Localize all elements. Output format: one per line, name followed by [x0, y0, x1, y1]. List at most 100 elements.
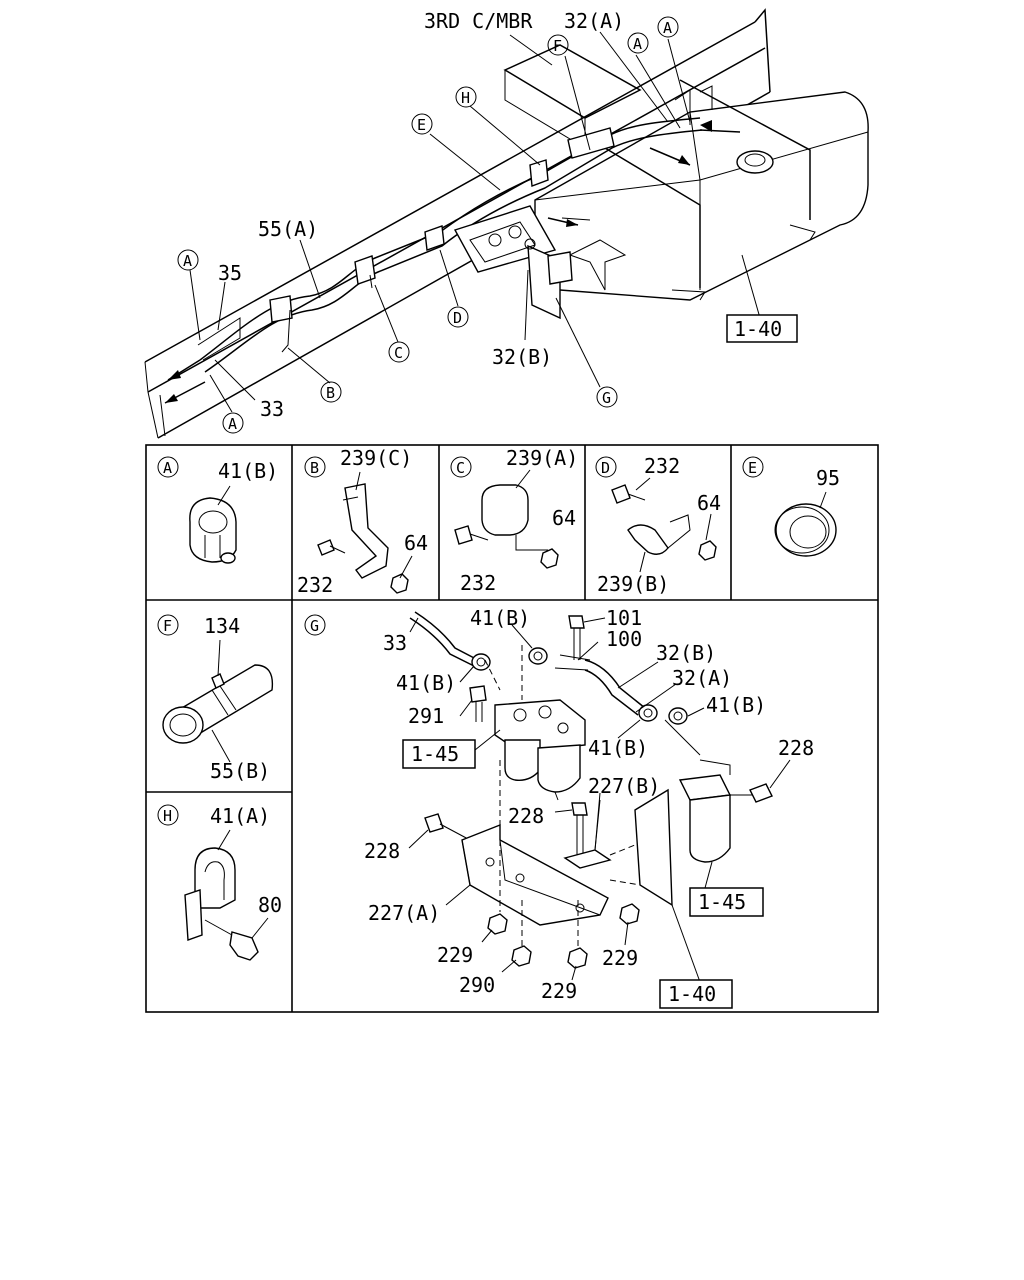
- part-label-41b: 41(B): [588, 736, 648, 760]
- part-label-239b: 239(B): [597, 572, 669, 596]
- bolt-232: [454, 525, 489, 545]
- clamp-239a: [481, 484, 548, 551]
- nut-229: [567, 947, 588, 969]
- fuel-pipe-run: [197, 117, 703, 373]
- bolt-291: [469, 685, 487, 722]
- part-label-95: 95: [816, 466, 840, 490]
- callout-32b: 32(B): [492, 345, 552, 369]
- part-label-33: 33: [383, 631, 407, 655]
- svg-text:B: B: [326, 384, 335, 402]
- fuel-filter-right: [664, 719, 732, 863]
- detail-panel-a: A 41(B): [157, 456, 278, 564]
- fuel-filter-left: [494, 699, 586, 801]
- assembly-lines: [484, 645, 641, 948]
- panel-c-letter: C: [456, 459, 465, 477]
- part-label-227b: 227(B): [588, 774, 660, 798]
- panel-b-letter: B: [310, 459, 319, 477]
- part-label-134: 134: [204, 614, 240, 638]
- circle-letter-e: E: [411, 113, 433, 135]
- circle-letter-d: D: [447, 306, 469, 328]
- nut-229: [619, 903, 640, 925]
- mounting-plate: [634, 788, 673, 907]
- filter-bracket-assembly: [453, 205, 573, 320]
- part-label-64: 64: [404, 531, 428, 555]
- detail-panel-h: H 41(A) 80: [157, 804, 282, 961]
- part-label-228: 228: [508, 804, 544, 828]
- bolt-80: [204, 919, 259, 961]
- part-label-229: 229: [602, 946, 638, 970]
- flow-arrows: [164, 120, 741, 404]
- callout-32a: 32(A): [564, 9, 624, 33]
- svg-text:G: G: [602, 389, 611, 407]
- detail-panel-f: F 134 55(B): [157, 614, 274, 783]
- part-label-100: 100: [606, 627, 642, 651]
- panel-a-letter: A: [163, 459, 172, 477]
- panel-g-leaders: [408, 617, 791, 983]
- part-label-32b: 32(B): [656, 641, 716, 665]
- circle-letter-g: G: [596, 386, 618, 408]
- part-label-41b: 41(B): [706, 693, 766, 717]
- ref-box-1-45: [402, 739, 476, 769]
- ref-box-1-40: [659, 979, 733, 1009]
- part-label-239a: 239(A): [506, 446, 578, 470]
- part-label-55b: 55(B): [210, 759, 270, 783]
- grommet-95: [774, 503, 837, 557]
- clip-41b: [528, 647, 548, 665]
- detail-panel-g: G: [304, 606, 814, 1009]
- bolt-101: [568, 615, 585, 660]
- svg-text:H: H: [461, 89, 470, 107]
- circle-letter-a: A: [627, 32, 649, 54]
- part-label-229: 229: [437, 943, 473, 967]
- part-label-41b: 41(B): [218, 459, 278, 483]
- hose-33: [409, 611, 479, 667]
- nut-290: [511, 945, 532, 967]
- circle-letter-b: B: [320, 381, 342, 403]
- clip-41b: [189, 497, 237, 564]
- part-label-232: 232: [297, 573, 333, 597]
- part-label-227a: 227(A): [368, 901, 440, 925]
- overview-assembly: 3RD C/MBR 32(A) 55(A) 35 33 32(B) 1-40 F…: [144, 8, 869, 439]
- ref-label-1-40: 1-40: [668, 982, 716, 1006]
- circle-letter-h: H: [455, 86, 477, 108]
- bracket-239c: [342, 483, 389, 579]
- part-label-41b: 41(B): [470, 606, 530, 630]
- nut-64: [390, 573, 409, 594]
- frame-rail: [144, 8, 771, 439]
- part-label-64: 64: [552, 506, 576, 530]
- bolt-228: [571, 802, 588, 860]
- detail-grid: [145, 444, 879, 1013]
- panel-h-letter: H: [163, 807, 172, 825]
- circle-letter-a: A: [222, 412, 244, 434]
- circle-letter-c: C: [388, 341, 410, 363]
- frame-member-label: 3RD C/MBR: [424, 9, 533, 33]
- callout-33: 33: [260, 397, 284, 421]
- part-label-232: 232: [644, 454, 680, 478]
- overview-leaders: [189, 31, 761, 413]
- detail-panel-c: C 239(A) 64 232: [450, 446, 578, 595]
- nut-64: [540, 548, 559, 569]
- bolt-228: [730, 783, 773, 803]
- detail-panel-e: E 95: [742, 456, 840, 557]
- circle-letter-a: A: [177, 249, 199, 271]
- pipe-32b-32a: [554, 654, 646, 716]
- panel-f-letter: F: [163, 617, 172, 635]
- bracket-227a: [461, 823, 609, 926]
- part-label-41b: 41(B): [396, 671, 456, 695]
- detail-panel-d: D 232 64 239(B): [595, 454, 721, 596]
- part-label-239c: 239(C): [340, 446, 412, 470]
- hose-55b: [162, 664, 274, 744]
- clamp-239b: [627, 514, 691, 555]
- fuel-tank: [534, 79, 869, 301]
- svg-text:A: A: [183, 252, 192, 270]
- panel-e-letter: E: [748, 459, 757, 477]
- svg-text:D: D: [453, 309, 462, 327]
- bolt-232: [611, 484, 646, 504]
- clip-41b: [668, 707, 688, 725]
- panel-d-letter: D: [601, 459, 610, 477]
- part-label-101: 101: [606, 606, 642, 630]
- ref-label-1-45: 1-45: [698, 890, 746, 914]
- part-label-232: 232: [460, 571, 496, 595]
- svg-text:A: A: [663, 19, 672, 37]
- ref-box-1-45: [689, 887, 764, 917]
- callout-55a: 55(A): [258, 217, 318, 241]
